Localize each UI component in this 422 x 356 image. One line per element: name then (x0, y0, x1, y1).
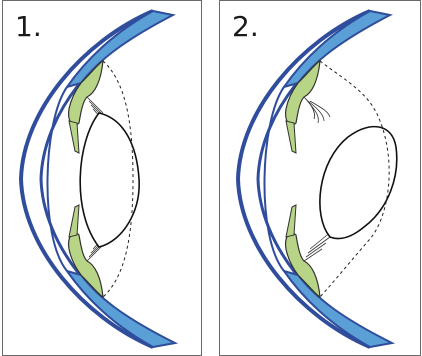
diagram-panel-2: 2. (219, 0, 421, 356)
zonule-fibers-bottom-2 (304, 231, 332, 261)
eye-diagram-2 (220, 1, 421, 356)
sclera-band-top-1 (67, 11, 173, 87)
cornea-2 (264, 87, 284, 271)
sclera-band-bottom-1 (67, 271, 175, 347)
iris-bottom-1 (69, 205, 79, 237)
iris-top-1 (69, 121, 79, 153)
iris-top-2 (286, 121, 296, 153)
diagram-panel-1: 1. (2, 0, 202, 356)
sclera-band-top-2 (284, 11, 390, 87)
iris-bottom-2 (286, 205, 296, 237)
cornea-1 (47, 87, 67, 271)
lens-1 (80, 113, 139, 247)
lens-2 (320, 127, 397, 239)
zonule-fibers-torn-2 (304, 97, 330, 123)
eye-diagram-1 (3, 1, 202, 356)
sclera-band-bottom-2 (284, 271, 392, 347)
